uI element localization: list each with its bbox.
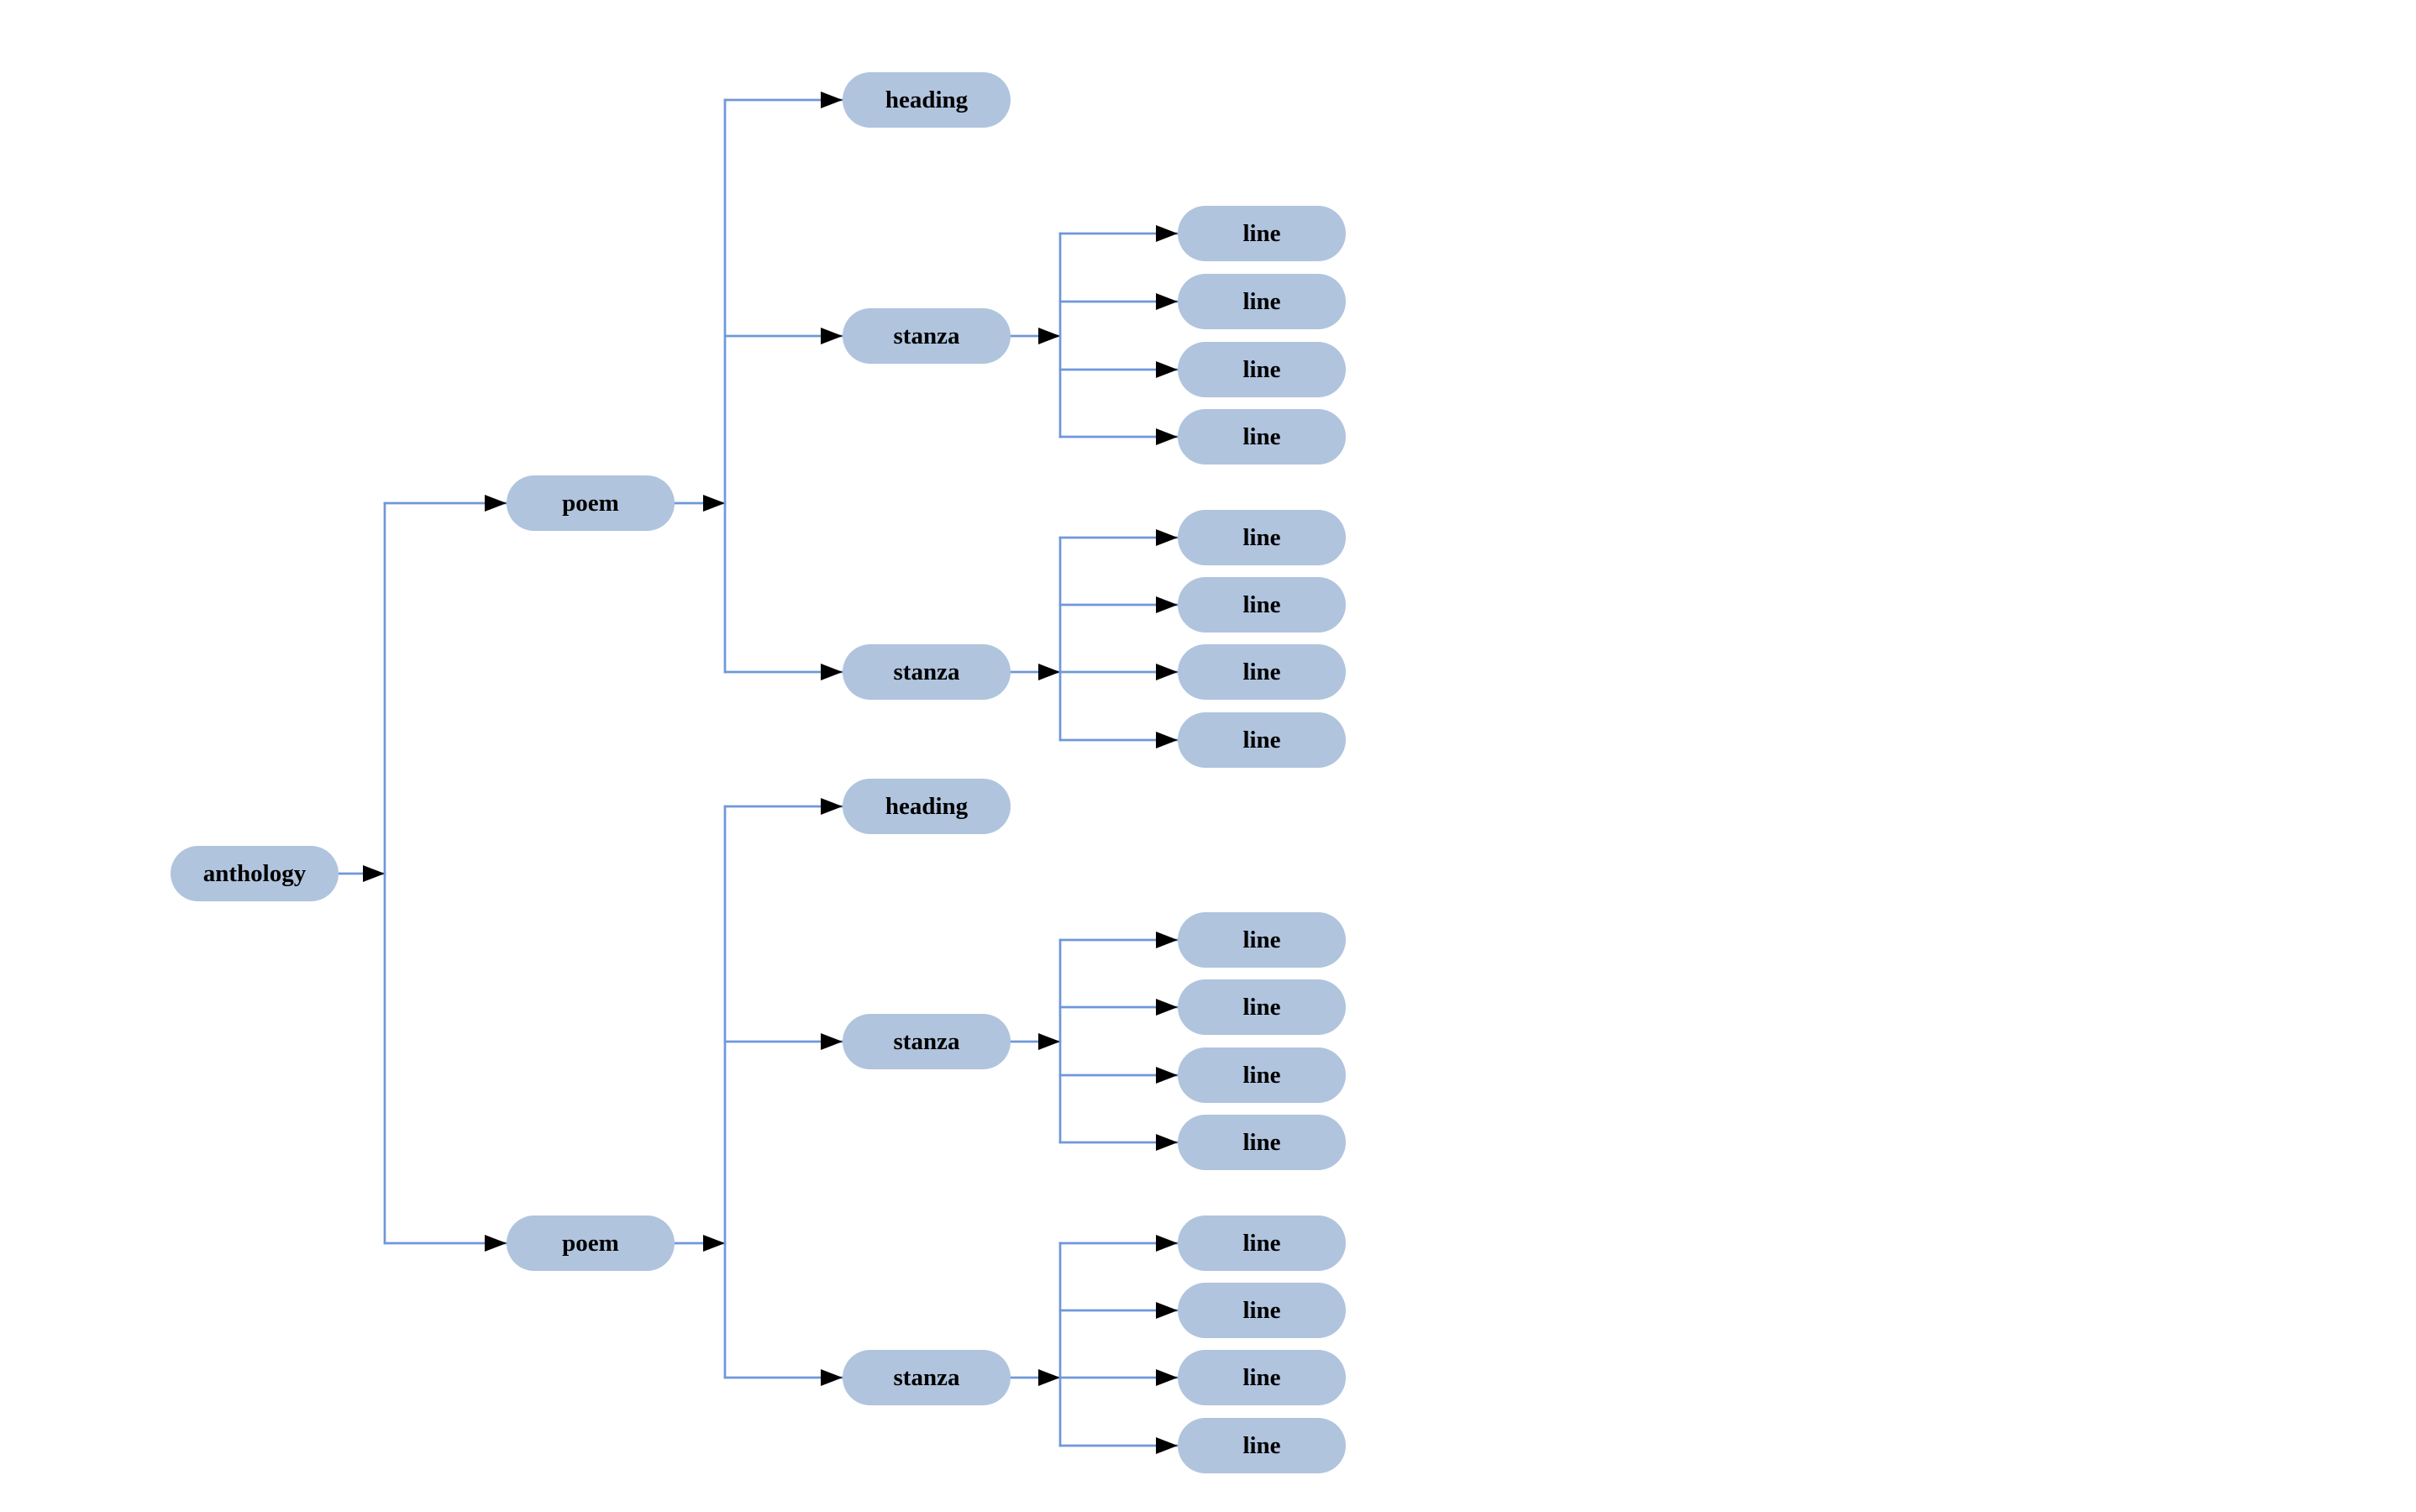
node-line-1-4: line — [1178, 409, 1346, 465]
node-heading-2: heading — [843, 779, 1011, 834]
node-line-1-2: line — [1178, 274, 1346, 329]
node-anthology: anthology — [171, 846, 339, 901]
node-line-2-4: line — [1178, 712, 1346, 768]
node-poem-1: poem — [507, 475, 675, 531]
node-line-4-2: line — [1178, 1283, 1346, 1338]
node-line-2-2: line — [1178, 577, 1346, 633]
node-line-3-4: line — [1178, 1115, 1346, 1170]
node-line-3-3: line — [1178, 1047, 1346, 1103]
node-stanza-4: stanza — [843, 1350, 1011, 1405]
node-stanza-3: stanza — [843, 1014, 1011, 1069]
node-line-3-1: line — [1178, 912, 1346, 968]
node-heading-1: heading — [843, 72, 1011, 128]
node-stanza-2: stanza — [843, 644, 1011, 700]
node-line-4-3: line — [1178, 1350, 1346, 1405]
node-line-1-3: line — [1178, 342, 1346, 397]
node-line-1-1: line — [1178, 206, 1346, 261]
node-poem-2: poem — [507, 1215, 675, 1271]
node-line-2-3: line — [1178, 644, 1346, 700]
node-line-2-1: line — [1178, 510, 1346, 565]
node-line-4-4: line — [1178, 1418, 1346, 1473]
node-line-4-1: line — [1178, 1215, 1346, 1271]
node-line-3-2: line — [1178, 979, 1346, 1035]
node-stanza-1: stanza — [843, 308, 1011, 364]
